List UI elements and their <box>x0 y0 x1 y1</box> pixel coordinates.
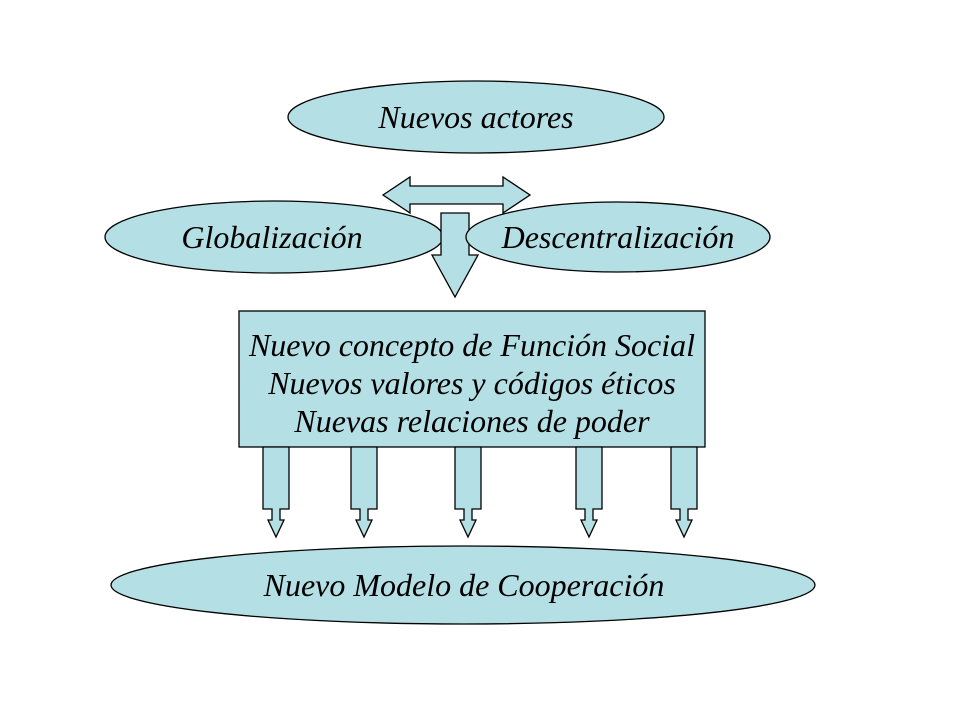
node-descentralizacion-label: Descentralización <box>501 219 735 255</box>
center-box: Nuevo concepto de Función Social Nuevos … <box>238 310 706 448</box>
node-nuevo-modelo: Nuevo Modelo de Cooperación <box>110 545 816 625</box>
node-descentralizacion: Descentralización <box>465 201 771 273</box>
node-nuevo-modelo-ellipse <box>110 545 816 625</box>
node-descentralizacion-ellipse <box>465 201 771 273</box>
node-nuevos-actores-label: Nuevos actores <box>377 99 573 135</box>
down-arrow-3 <box>454 446 482 539</box>
node-globalizacion: Globalización <box>104 200 444 274</box>
node-globalizacion-label: Globalización <box>181 219 362 255</box>
node-nuevos-actores: Nuevos actores <box>287 80 665 154</box>
center-box-line-1: Nuevo concepto de Función Social <box>248 327 695 363</box>
node-nuevos-actores-ellipse <box>287 80 665 154</box>
down-arrow-4 <box>575 446 603 539</box>
center-box-line-3: Nuevas relaciones de poder <box>293 403 650 439</box>
double-arrow <box>381 175 532 215</box>
down-arrow-to-box <box>430 212 480 299</box>
down-arrow-5 <box>670 446 698 539</box>
node-nuevo-modelo-label: Nuevo Modelo de Cooperación <box>263 567 665 603</box>
down-arrow-2 <box>350 446 378 539</box>
down-arrow-1 <box>262 446 290 539</box>
center-box-line-2: Nuevos valores y códigos éticos <box>267 365 676 401</box>
center-box-rect <box>238 310 706 448</box>
